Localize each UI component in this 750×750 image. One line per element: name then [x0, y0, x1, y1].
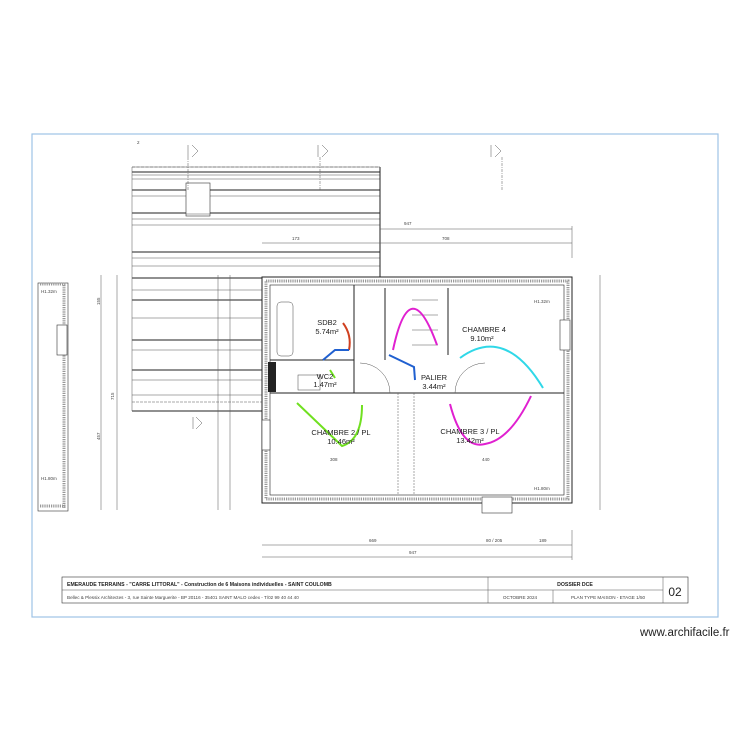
room-name-wc2: WC2 — [317, 372, 334, 381]
sheet-title: PLAN TYPE MAISON - ETAGE 1/50 — [571, 595, 646, 600]
network-blue-sdb — [322, 349, 349, 361]
date-label: OCTOBRE 2024 — [503, 595, 538, 600]
project-title: EMERAUDE TERRAINS - "CARRE LITTORAL" - C… — [67, 582, 332, 588]
dimension-lines — [100, 226, 601, 560]
room-area-wc2: 1.47m² — [313, 380, 337, 389]
height-bottom-1: H1.80m — [534, 486, 550, 491]
electrical-networks — [296, 307, 544, 448]
floor-walls — [261, 276, 573, 514]
network-magenta-stairs — [392, 307, 438, 351]
section-mark-2: 2 — [137, 140, 140, 145]
room-name-chambre2: CHAMBRE 2 / PL — [311, 428, 370, 437]
dossier-label: DOSSIER DCE — [557, 582, 593, 588]
room-area-chambre3: 13.42m² — [456, 436, 484, 445]
watermark: www.archifacile.fr — [640, 627, 730, 639]
dim-left-total: 715 — [110, 392, 115, 400]
dim-bottom-left: 669 — [369, 538, 377, 543]
architect-info: Bellec & Plessix Architectes - 3, rue Sa… — [67, 595, 299, 600]
height-top-1: H1.32m — [534, 299, 550, 304]
dim-top-total: 947 — [404, 221, 412, 226]
sheet-number: 02 — [668, 585, 682, 599]
dim-room3: 440 — [482, 457, 490, 462]
dim-room2: 308 — [330, 457, 338, 462]
left-elevation-strip — [37, 282, 69, 512]
room-area-sdb2: 5.74m² — [315, 327, 339, 336]
room-area-palier: 3.44m² — [422, 382, 446, 391]
dim-bottom-total: 947 — [409, 550, 417, 555]
left-height-1: H1.32m — [41, 289, 57, 294]
room-area-chambre2: 10.46m² — [327, 437, 355, 446]
dim-bottom-right: 189 — [539, 538, 547, 543]
room-name-chambre3: CHAMBRE 3 / PL — [440, 427, 499, 436]
roof-area — [131, 166, 381, 412]
dim-top-left: 173 — [292, 236, 300, 241]
room-name-chambre4: CHAMBRE 4 — [462, 325, 506, 334]
network-red — [342, 322, 351, 351]
title-block: EMERAUDE TERRAINS - "CARRE LITTORAL" - C… — [61, 576, 689, 604]
left-height-2: H1.80m — [41, 476, 57, 481]
network-magenta-ch3 — [449, 395, 532, 446]
dim-top-right: 708 — [442, 236, 450, 241]
section-markers: 2 — [137, 140, 503, 430]
network-cyan — [459, 345, 544, 389]
dim-left-upper: 155 — [96, 297, 101, 305]
room-name-palier: PALIER — [421, 373, 448, 382]
room-name-sdb2: SDB2 — [317, 318, 337, 327]
room-area-chambre4: 9.10m² — [470, 334, 494, 343]
dim-left-lower: 457 — [96, 432, 101, 440]
room-labels: SDB2 5.74m² WC2 1.47m² CHAMBRE 2 / PL 10… — [311, 318, 505, 446]
dim-bottom-opening: 80 / 205 — [486, 538, 503, 543]
network-green — [296, 402, 363, 448]
network-blue-palier — [388, 354, 416, 381]
